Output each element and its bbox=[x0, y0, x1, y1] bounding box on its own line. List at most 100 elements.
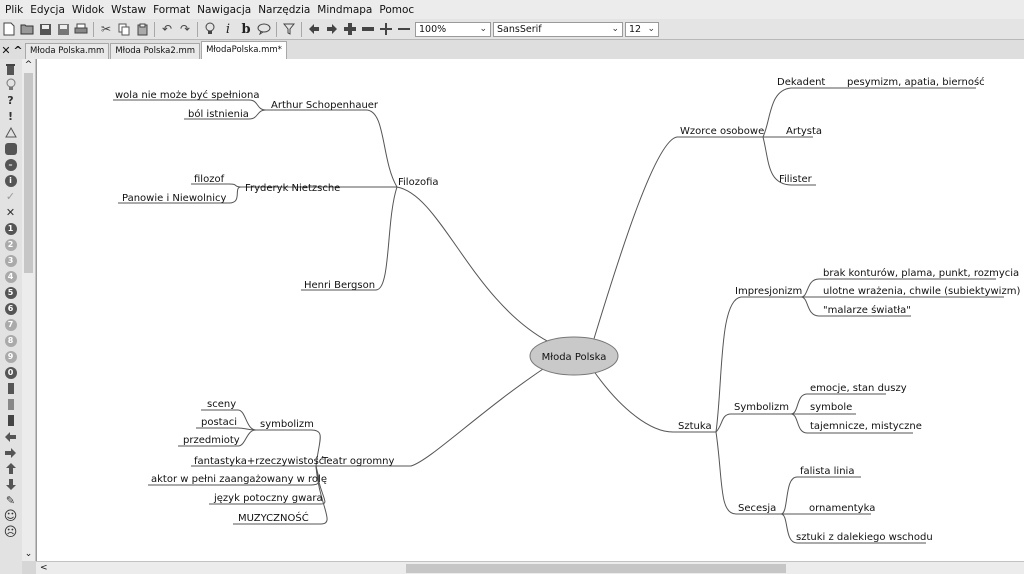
minus-icon[interactable] bbox=[360, 21, 376, 37]
node-artysta[interactable]: Artysta bbox=[786, 126, 822, 137]
vertical-scrollbar-thumb[interactable] bbox=[24, 73, 33, 273]
tab-mlodapolska-active[interactable]: MłodaPolska.mm* bbox=[201, 41, 287, 59]
arrow-right-icon[interactable] bbox=[3, 445, 18, 460]
node-aktor[interactable]: aktor w pełni zaangażowany w rolę bbox=[151, 474, 327, 485]
priority-2-icon[interactable]: 2 bbox=[3, 237, 18, 252]
priority-5-icon[interactable]: 5 bbox=[3, 285, 18, 300]
node-teatr-ogromny[interactable]: Teatr ogromny bbox=[321, 456, 394, 467]
save-icon[interactable] bbox=[37, 21, 53, 37]
priority-6-icon[interactable]: 6 bbox=[3, 301, 18, 316]
node-impresjonizm[interactable]: Impresjonizm bbox=[735, 286, 802, 297]
node-postaci[interactable]: postaci bbox=[201, 417, 237, 428]
arrow-left-icon[interactable] bbox=[306, 21, 322, 37]
bold-button[interactable]: b bbox=[241, 21, 251, 37]
undo-icon[interactable]: ↶ bbox=[161, 22, 173, 36]
node-falista[interactable]: falista linia bbox=[800, 466, 854, 477]
redo-icon[interactable]: ↷ bbox=[179, 22, 191, 36]
node-dekadent[interactable]: Dekadent bbox=[777, 77, 825, 88]
priority-0-icon[interactable]: 0 bbox=[3, 365, 18, 380]
node-sztuki-wschodu[interactable]: sztuki z dalekiego wschodu bbox=[796, 532, 933, 543]
scroll-left-arrow-icon[interactable]: < bbox=[40, 563, 48, 573]
node-filozof[interactable]: filozof bbox=[194, 174, 225, 185]
menu-widok[interactable]: Widok bbox=[71, 3, 105, 16]
tab-mloda-polska2[interactable]: Młoda Polska2.mm bbox=[110, 43, 201, 59]
menu-nawigacja[interactable]: Nawigacja bbox=[197, 3, 252, 16]
paste-icon[interactable] bbox=[134, 21, 150, 37]
menu-plik[interactable]: Plik bbox=[5, 3, 24, 16]
node-filister[interactable]: Filister bbox=[779, 174, 813, 185]
node-muzycznosc[interactable]: MUZYCZNOŚĆ bbox=[238, 511, 309, 524]
node-przedmioty[interactable]: przedmioty bbox=[183, 435, 240, 446]
menu-pomoc[interactable]: Pomoc bbox=[379, 3, 415, 16]
page-icon[interactable] bbox=[3, 413, 18, 428]
add-node-icon[interactable] bbox=[342, 21, 358, 37]
open-folder-icon[interactable] bbox=[19, 21, 35, 37]
print-icon[interactable] bbox=[73, 21, 89, 37]
node-jezyk[interactable]: język potoczny gwara bbox=[213, 493, 323, 504]
copy-icon[interactable] bbox=[116, 21, 132, 37]
checkmark-icon[interactable]: ✓ bbox=[5, 190, 16, 203]
node-filozofia[interactable]: Filozofia bbox=[398, 177, 439, 188]
close-icon[interactable]: ✕ bbox=[1, 44, 11, 57]
horizontal-scrollbar[interactable]: < bbox=[36, 561, 1024, 574]
horizontal-scrollbar-thumb[interactable] bbox=[406, 564, 786, 573]
node-pesymizm[interactable]: pesymizm, apatia, bierność bbox=[847, 76, 985, 88]
node-ulotne[interactable]: ulotne wrażenia, chwile (subiektywizm) bbox=[823, 286, 1020, 297]
smiley-icon[interactable]: ☺ bbox=[3, 509, 18, 524]
filter-icon[interactable] bbox=[281, 21, 297, 37]
info-icon[interactable]: i bbox=[3, 173, 18, 188]
sad-face-icon[interactable]: ☹ bbox=[3, 525, 18, 540]
scroll-down-arrow-icon[interactable]: ⌄ bbox=[24, 549, 33, 559]
menu-wstaw[interactable]: Wstaw bbox=[111, 3, 147, 16]
lightbulb-icon[interactable] bbox=[202, 21, 218, 37]
font-family-select[interactable]: SansSerif ⌄ bbox=[493, 21, 623, 37]
scroll-up-arrow-icon[interactable]: ^ bbox=[24, 60, 33, 70]
arrow-right-icon[interactable] bbox=[324, 21, 340, 37]
priority-3-icon[interactable]: 3 bbox=[3, 253, 18, 268]
root-node[interactable] bbox=[529, 336, 619, 376]
menu-narzedzia[interactable]: Narzędzia bbox=[258, 3, 311, 16]
trash-icon[interactable] bbox=[3, 61, 18, 76]
dash-icon[interactable] bbox=[396, 21, 412, 37]
node-bol-istnienia[interactable]: ból istnienia bbox=[188, 108, 249, 120]
cut-icon[interactable]: ✂ bbox=[100, 22, 112, 36]
node-teatr-symbolizm[interactable]: symbolizm bbox=[260, 419, 314, 430]
node-ornamentyka[interactable]: ornamentyka bbox=[809, 503, 875, 514]
flag-icon[interactable] bbox=[3, 381, 18, 396]
node-nietzsche[interactable]: Fryderyk Nietzsche bbox=[245, 183, 340, 194]
priority-4-icon[interactable]: 4 bbox=[3, 269, 18, 284]
arrow-left-icon[interactable] bbox=[3, 429, 18, 444]
exclamation-icon[interactable]: ! bbox=[7, 110, 14, 123]
minus-circle-icon[interactable]: – bbox=[3, 157, 18, 172]
priority-8-icon[interactable]: 8 bbox=[3, 333, 18, 348]
tab-mloda-polska[interactable]: Młoda Polska.mm bbox=[25, 43, 110, 59]
node-brak-konturow[interactable]: brak konturów, plama, punkt, rozmycia bbox=[823, 267, 1019, 279]
menu-format[interactable]: Format bbox=[153, 3, 191, 16]
priority-1-icon[interactable]: 1 bbox=[3, 221, 18, 236]
pencil-icon[interactable]: ✎ bbox=[5, 494, 16, 507]
node-fantastyka[interactable]: fantastyka+rzeczywistość bbox=[194, 455, 324, 467]
font-size-select[interactable]: 12 ⌄ bbox=[625, 21, 659, 37]
mindmap-canvas[interactable]: Młoda Polska Filozofia Arthur Schopenhau… bbox=[36, 59, 1024, 561]
node-wola[interactable]: wola nie może być spełniona bbox=[115, 89, 259, 101]
vertical-scrollbar[interactable]: ^ ⌄ bbox=[22, 59, 36, 561]
save-as-icon[interactable] bbox=[55, 21, 71, 37]
node-wzorce-osobowe[interactable]: Wzorce osobowe bbox=[680, 126, 764, 137]
new-file-icon[interactable] bbox=[1, 21, 17, 37]
node-malarze[interactable]: "malarze światła" bbox=[823, 304, 911, 316]
node-symbole[interactable]: symbole bbox=[810, 402, 852, 413]
menu-mindmapa[interactable]: Mindmapa bbox=[317, 3, 373, 16]
stop-icon[interactable] bbox=[3, 141, 18, 156]
node-panowie[interactable]: Panowie i Niewolnicy bbox=[122, 193, 227, 204]
warning-icon[interactable] bbox=[3, 125, 18, 140]
chevron-up-icon[interactable]: ^ bbox=[13, 44, 23, 57]
menu-edycja[interactable]: Edycja bbox=[30, 3, 65, 16]
arrow-down-icon[interactable] bbox=[3, 477, 18, 492]
plus-icon[interactable] bbox=[378, 21, 394, 37]
node-bergson[interactable]: Henri Bergson bbox=[304, 280, 375, 291]
bookmark-icon[interactable] bbox=[3, 397, 18, 412]
node-sztuka-symbolizm[interactable]: Symbolizm bbox=[734, 402, 789, 413]
arrow-up-icon[interactable] bbox=[3, 461, 18, 476]
node-schopenhauer[interactable]: Arthur Schopenhauer bbox=[271, 100, 379, 111]
cross-icon[interactable]: ✕ bbox=[5, 206, 16, 219]
